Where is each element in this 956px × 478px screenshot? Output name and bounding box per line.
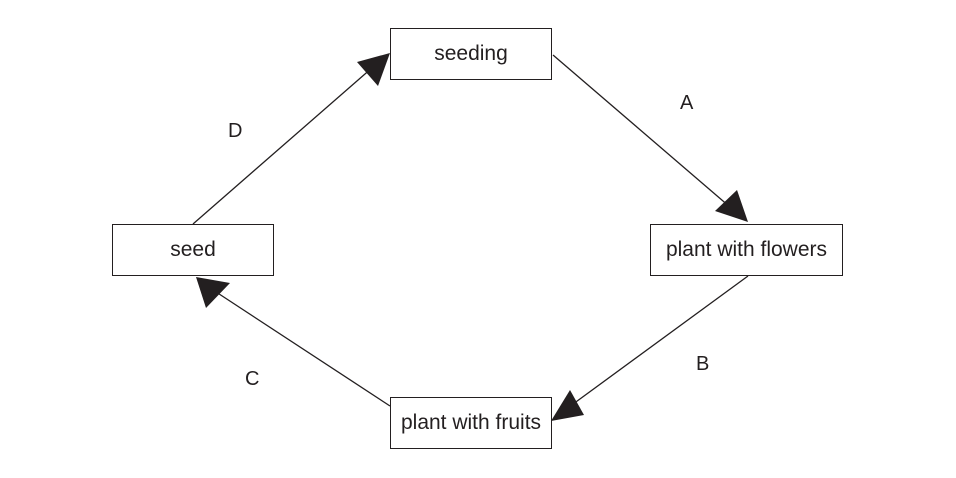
edge-c-line bbox=[209, 287, 391, 407]
edge-a-label: A bbox=[680, 92, 694, 114]
node-seeding: seeding bbox=[390, 28, 552, 80]
node-seed-label: seed bbox=[170, 238, 216, 261]
edge-a-arrowhead bbox=[715, 190, 748, 222]
edge-b-label: B bbox=[696, 353, 710, 375]
edge-b-line bbox=[568, 275, 749, 408]
edge-c-arrowhead bbox=[196, 277, 230, 308]
edge-d-arrowhead bbox=[357, 53, 390, 86]
edge-a-line bbox=[552, 54, 731, 208]
edge-d-label: D bbox=[228, 120, 243, 142]
edge-c-label: C bbox=[245, 368, 260, 390]
edge-b-arrowhead bbox=[551, 390, 584, 421]
node-plant-with-flowers: plant with flowers bbox=[650, 224, 843, 276]
node-plant-with-fruits: plant with fruits bbox=[390, 397, 552, 449]
node-plant-with-flowers-label: plant with flowers bbox=[665, 238, 828, 261]
node-seeding-label: seeding bbox=[434, 42, 508, 65]
edge-d-line bbox=[192, 66, 374, 225]
node-plant-with-fruits-label: plant with fruits bbox=[400, 411, 542, 434]
node-seed: seed bbox=[112, 224, 274, 276]
